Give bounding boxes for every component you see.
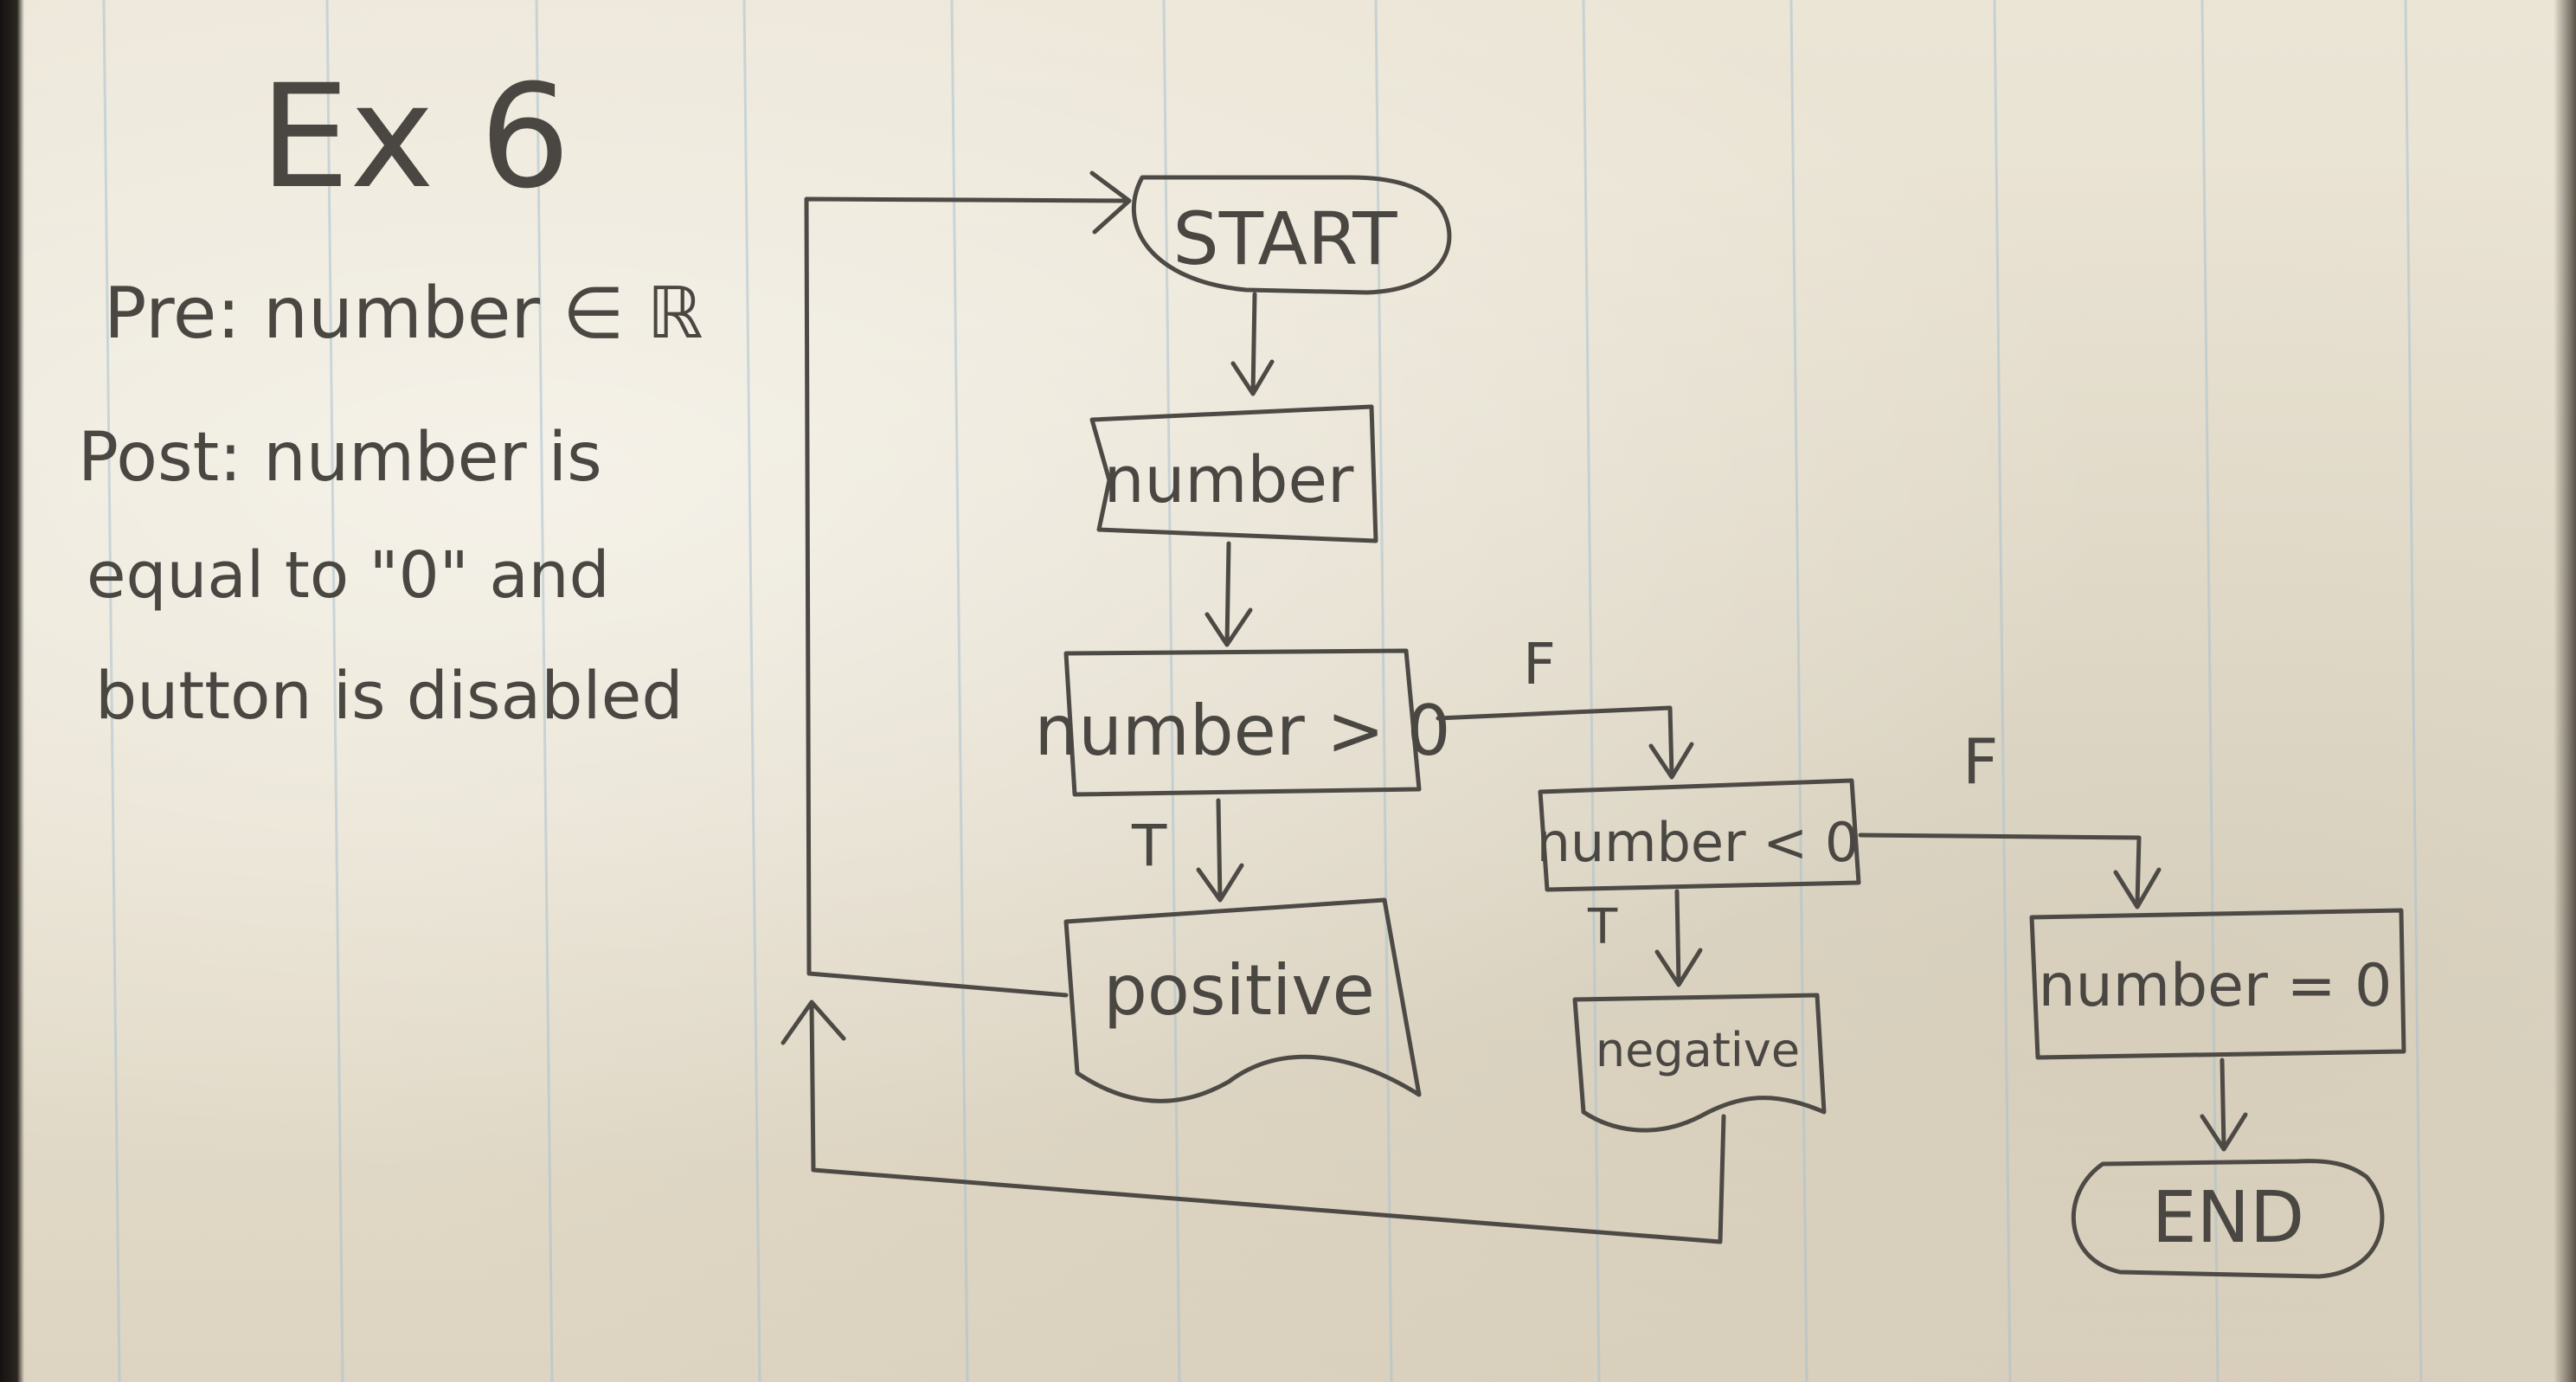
decision-negative: number < 0 — [1537, 778, 1861, 892]
decision2-true-label: T — [1587, 899, 1618, 955]
decision1-box — [1063, 648, 1422, 797]
positive-document — [1063, 897, 1422, 1103]
arrow-decision2-true — [1654, 889, 1703, 987]
input-label: number — [1104, 443, 1354, 517]
rule-line — [1374, 0, 1393, 1382]
loop-from-negative — [781, 1000, 1726, 1244]
start-oval — [1132, 175, 1452, 295]
decision2-box — [1538, 778, 1861, 892]
loop-from-positive — [804, 170, 1132, 998]
postcondition-line-3: button is disabled — [95, 657, 684, 734]
end-terminal: END — [2071, 1159, 2385, 1279]
rule-line — [1582, 0, 1601, 1382]
exercise-title: Ex 6 — [260, 54, 570, 220]
arrow-decision2-false — [1858, 832, 2162, 910]
output-negative: negative — [1572, 993, 1827, 1133]
arrow-decision1-false — [1436, 705, 1694, 780]
paper-edge-shadow-right — [2554, 0, 2576, 1382]
rule-line — [2404, 0, 2423, 1382]
decision1-label: number > 0 — [1034, 691, 1450, 771]
start-label: START — [1172, 196, 1397, 281]
precondition-text: Pre: number ∈ ℝ — [104, 273, 703, 355]
end-oval — [2071, 1159, 2385, 1279]
rule-line — [2200, 0, 2219, 1382]
paper-edge-shadow — [0, 0, 24, 1382]
process-zero-label: number = 0 — [2039, 952, 2393, 1020]
arrow-process-to-end — [2200, 1057, 2248, 1152]
arrow-decision1-true — [1196, 798, 1244, 903]
rule-line — [325, 0, 344, 1382]
postcondition-line-1: Post: number is — [78, 419, 602, 497]
negative-document — [1572, 993, 1827, 1133]
decision2-false-label: F — [1963, 725, 1998, 798]
rule-line — [1162, 0, 1181, 1382]
rule-line — [950, 0, 969, 1382]
decision1-true-label: T — [1131, 813, 1167, 879]
start-terminal: START — [1132, 175, 1452, 295]
arrow-start-to-input — [1230, 292, 1275, 396]
process-zero: number = 0 — [2029, 908, 2406, 1060]
rule-line — [535, 0, 554, 1382]
postcondition-line-2: equal to "0" and — [87, 538, 610, 613]
output-positive: positive — [1063, 897, 1422, 1103]
input-box: number — [1089, 404, 1378, 543]
input-parallelogram — [1089, 404, 1378, 543]
decision-positive: number > 0 — [1034, 648, 1451, 797]
rule-line — [742, 0, 761, 1382]
rule-line — [1993, 0, 2012, 1382]
decision2-label: number < 0 — [1537, 811, 1860, 874]
negative-label: negative — [1596, 1023, 1800, 1077]
ruled-lines — [102, 0, 2423, 1382]
positive-label: positive — [1103, 950, 1375, 1031]
rule-line — [1789, 0, 1808, 1382]
end-label: END — [2152, 1177, 2304, 1259]
decision1-false-label: F — [1523, 631, 1556, 697]
arrow-input-to-decision1 — [1204, 541, 1253, 647]
process-zero-box — [2029, 908, 2406, 1060]
rule-line — [102, 0, 121, 1382]
